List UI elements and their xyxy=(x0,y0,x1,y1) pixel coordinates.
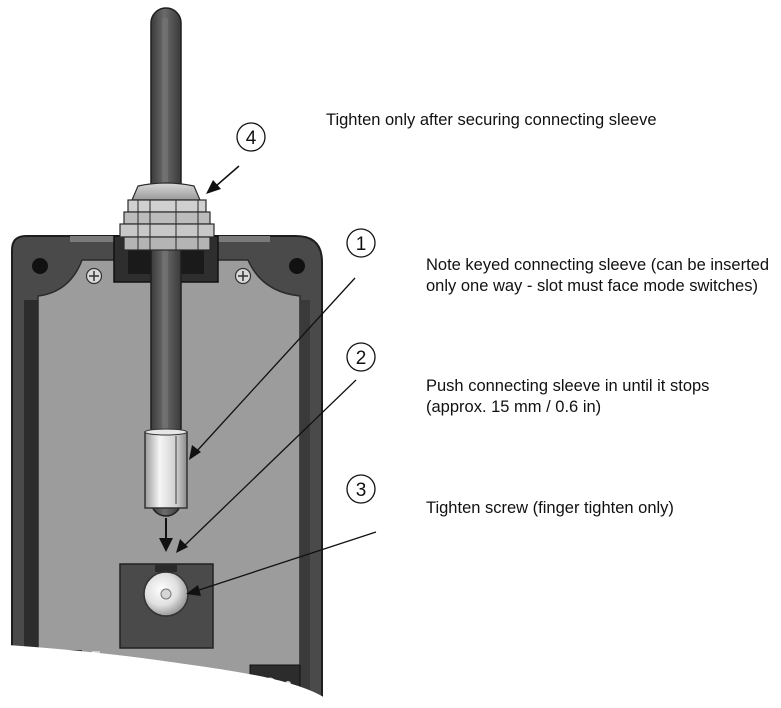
clamp-screw-icon xyxy=(143,571,189,617)
svg-text:1: 1 xyxy=(356,234,367,255)
svg-text:3: 3 xyxy=(356,480,367,501)
cable-gland-nut xyxy=(119,182,215,251)
leader-line-1 xyxy=(189,277,356,460)
leader-line-2 xyxy=(176,379,357,553)
probe-rod xyxy=(150,7,182,517)
callout-text-1: Note keyed connecting sleeve (can be ins… xyxy=(426,256,770,295)
cover-screw-icon xyxy=(85,267,103,285)
leader-line-3 xyxy=(186,531,377,596)
callout-marker-1: 1 xyxy=(346,228,376,258)
insertion-arrow-icon xyxy=(159,518,173,552)
callout-marker-2: 2 xyxy=(346,342,376,372)
cover-screw-icon xyxy=(234,267,252,285)
mounting-hole-icon xyxy=(32,258,48,274)
callout-text-4: Tighten only after securing connecting s… xyxy=(326,111,657,129)
leader-line-4 xyxy=(206,165,240,194)
callout-text-3: Tighten screw (finger tighten only) xyxy=(426,499,674,517)
mounting-hole-icon xyxy=(289,258,305,274)
callout-marker-4: 4 xyxy=(236,122,266,152)
callout-text-2: Push connecting sleeve in until it stops… xyxy=(426,377,710,416)
svg-text:2: 2 xyxy=(356,348,367,369)
terminal-label-output: mA xyxy=(222,675,235,684)
connecting-sleeve xyxy=(144,428,188,509)
svg-text:4: 4 xyxy=(246,128,257,149)
callout-marker-3: 3 xyxy=(346,474,376,504)
